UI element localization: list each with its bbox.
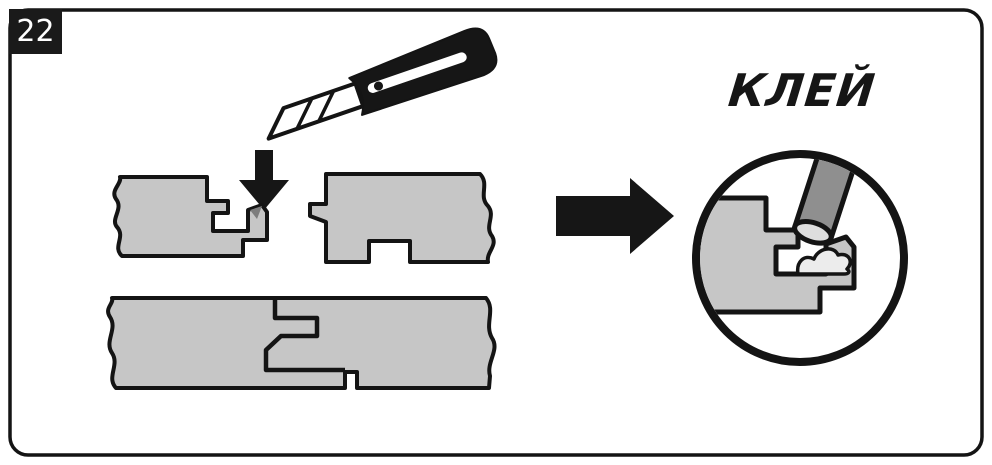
step-number: 22 xyxy=(16,13,55,49)
glue-label: КЛЕЙ xyxy=(725,64,879,117)
step-number-badge: 22 xyxy=(9,9,62,54)
joined-planks xyxy=(106,296,497,390)
glue-blob xyxy=(795,247,852,276)
knife-slider-track xyxy=(367,52,467,93)
nozzle-tip xyxy=(792,219,834,246)
right-arrow-icon xyxy=(556,178,674,254)
utility-knife-icon xyxy=(266,27,498,141)
cut-sliver-marker xyxy=(250,206,262,219)
blade-segment-lines xyxy=(295,90,336,130)
down-arrow-icon xyxy=(239,150,289,210)
knife-blade xyxy=(266,81,366,141)
joint-seam-line xyxy=(263,300,345,373)
knife-slider-button xyxy=(373,81,383,91)
plank-profile-left xyxy=(112,175,269,258)
glue-detail-content xyxy=(700,158,875,315)
glue-nozzle-icon xyxy=(791,158,875,246)
plank-profile-right xyxy=(308,172,496,264)
